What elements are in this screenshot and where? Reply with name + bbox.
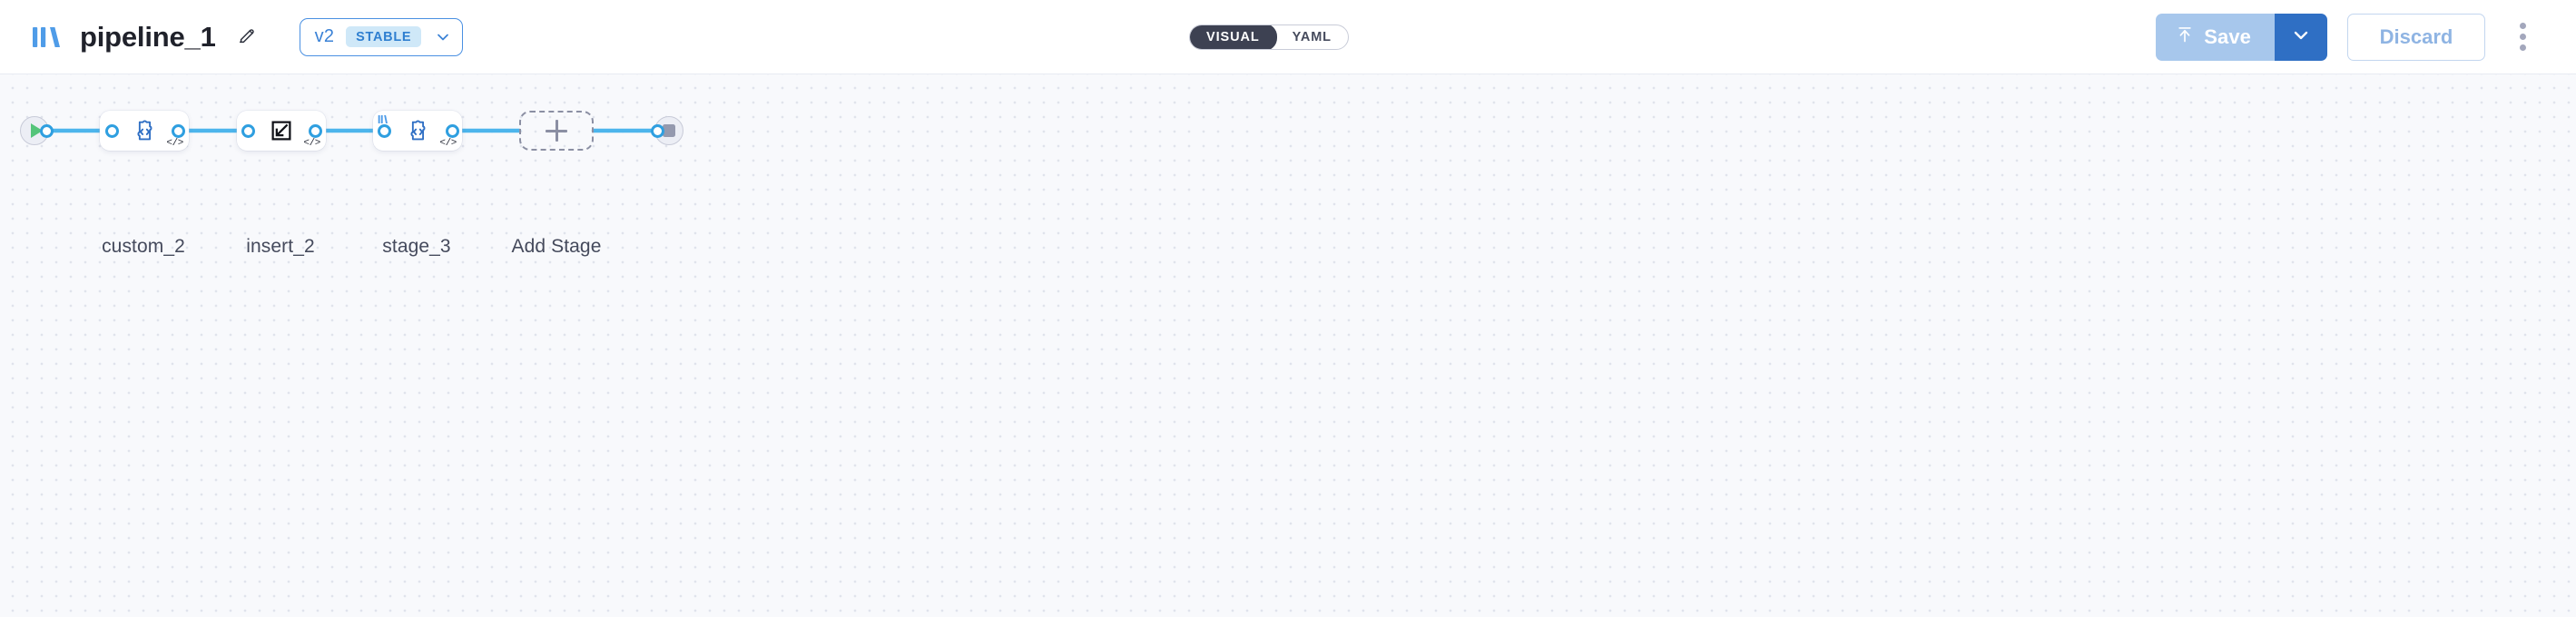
save-options-button[interactable] [2275,13,2327,61]
stage-label-custom_2: custom_2 [102,236,185,257]
version-selector[interactable]: v2 STABLE [299,17,464,56]
code-type-badge: </> [166,138,183,149]
stop-icon [663,124,675,137]
start-output-port[interactable] [40,124,54,138]
custom_2-input-port[interactable] [105,124,119,138]
custom_2-output-port[interactable] [172,124,185,138]
header-actions-group: Save Discard [2156,13,2543,61]
more-vertical-icon-dot [2519,34,2526,40]
stage-label-stage_3: stage_3 [382,236,451,257]
chevron-down-icon [433,27,453,47]
more-vertical-icon-dot [2519,23,2526,29]
puzzle-code-icon [131,117,158,144]
view-mode-toggle[interactable]: VISUAL YAML [1189,24,1349,50]
page-title: pipeline_1 [80,20,216,53]
toggle-option-visual[interactable]: VISUAL [1189,24,1277,49]
code-type-badge: </> [439,138,457,149]
header-center-group: VISUAL YAML [1189,24,1349,50]
stage_3-output-port[interactable] [446,124,459,138]
app-header: pipeline_1 v2 STABLE [0,0,2576,74]
pipeline-bars-logo-icon [31,24,65,51]
pencil-icon [237,25,257,48]
insert_2-output-port[interactable] [309,124,322,138]
code-type-badge: </> [303,138,320,149]
version-label: v2 [314,26,335,46]
stage_3-input-port[interactable] [378,124,391,138]
end-input-port[interactable] [651,124,664,138]
puzzle-code-icon [404,117,431,144]
chevron-down-icon [2290,24,2312,49]
edge-connections [44,128,660,133]
stage-label-insert_2: insert_2 [246,236,315,257]
pipeline-bars-logo-icon [378,113,389,123]
save-button-group: Save [2156,13,2327,61]
header-left-group: pipeline_1 v2 STABLE [31,17,464,56]
save-button[interactable]: Save [2156,13,2275,61]
edit-title-button[interactable] [229,19,265,55]
upload-arrow-icon [2176,24,2194,50]
toggle-option-yaml[interactable]: YAML [1292,29,1332,44]
pipeline-graph: </> custom_2 </> insert_2 [0,74,1289,310]
add-stage-label: Add Stage [511,236,602,257]
insert_2-input-port[interactable] [241,124,255,138]
more-options-button[interactable] [2502,14,2543,61]
play-icon [30,123,43,138]
save-button-label: Save [2204,24,2251,48]
plus-icon [546,120,567,142]
add-stage-button[interactable] [519,111,594,151]
status-badge: STABLE [346,25,422,48]
pipeline-canvas[interactable]: </> custom_2 </> insert_2 [0,74,2576,617]
pipeline-start-node[interactable] [20,116,49,145]
more-vertical-icon-dot [2519,44,2526,51]
discard-button[interactable]: Discard [2347,13,2485,61]
insert-arrow-icon [268,117,295,144]
